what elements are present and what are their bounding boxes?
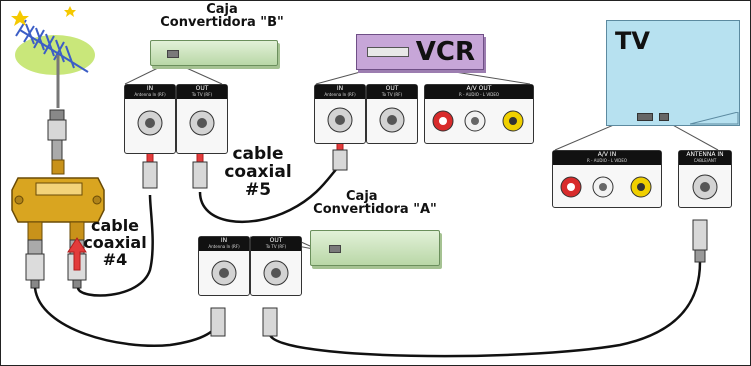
converter-b-box: [150, 40, 278, 66]
converter-a-indicator: [329, 245, 341, 253]
cable-5-label-line1: cable: [232, 144, 284, 164]
vcr-label: VCR: [415, 37, 475, 67]
rca-jacks-icon: [560, 176, 652, 198]
converter-a-label-line2: Convertidora "A": [313, 202, 437, 217]
cable-4-label-line1: cable: [90, 216, 140, 235]
coax-jack-icon: [263, 260, 289, 286]
vcr-tape-slot: [367, 47, 409, 57]
tv-box: TV: [606, 20, 740, 126]
converter-a-box: [310, 230, 440, 266]
converter-a-label: Caja Convertidora "A": [290, 190, 460, 216]
tv-av-indicator: [637, 113, 653, 121]
converter-b-indicator: [167, 50, 179, 58]
converter-b-label-line1: Caja: [206, 2, 238, 17]
converter-b-label: Caja Convertidora "B": [142, 3, 302, 29]
coax-cables: [33, 164, 702, 358]
cable-5-label-line2: coaxial: [224, 161, 292, 182]
coax-jack-icon: [327, 107, 353, 133]
antenna-icon: [11, 6, 95, 108]
cable-plug-icons: [142, 149, 708, 337]
converter-b-label-line2: Convertidora "B": [160, 15, 284, 30]
tv-corner-icon: [690, 112, 739, 125]
splitter-icon: [11, 159, 105, 241]
cable-4-label: cable coaxial #4: [78, 216, 152, 269]
coax-jack-icon: [692, 174, 718, 200]
tv-label: TV: [615, 27, 650, 55]
vcr-box: VCR: [356, 34, 484, 70]
cable-4-label-line2: coaxial: [83, 232, 147, 252]
cable-4-label-line3: #4: [102, 249, 128, 269]
coax-jack-icon: [379, 107, 405, 133]
antenna-connector-icon: [47, 109, 67, 161]
cable-5-label: cable coaxial #5: [218, 144, 298, 200]
coax-jack-icon: [211, 260, 237, 286]
coax-jack-icon: [137, 110, 163, 136]
coax-jack-icon: [189, 110, 215, 136]
cable-5-label-line3: #5: [244, 179, 272, 200]
converter-a-label-line1: Caja: [346, 189, 378, 204]
rca-jacks-icon: [432, 110, 524, 132]
tv-antenna-indicator: [659, 113, 669, 121]
